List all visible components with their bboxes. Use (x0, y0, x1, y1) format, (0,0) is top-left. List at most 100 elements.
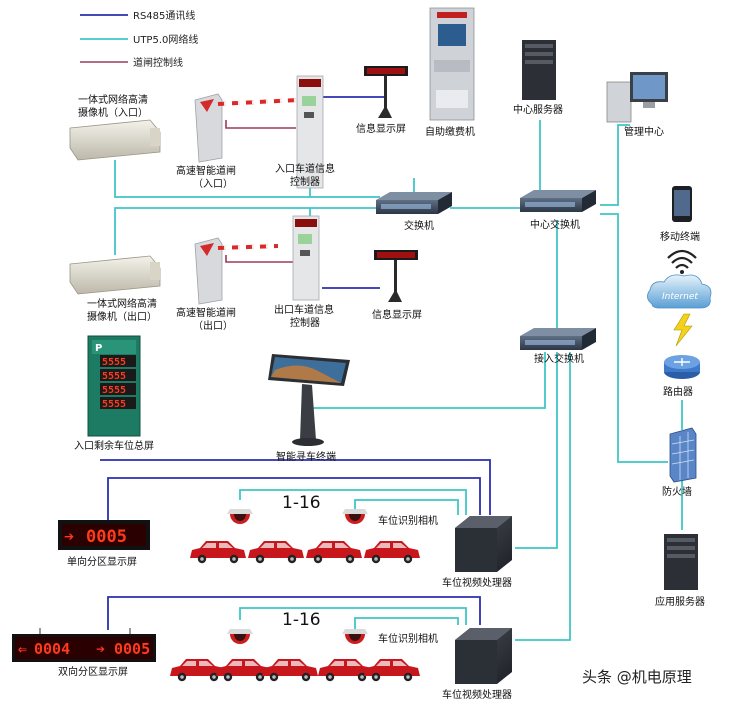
wifi-icon (667, 249, 697, 274)
processor-1-label: 车位视频处理器 (442, 576, 512, 589)
internet-cloud: Internet (647, 274, 712, 309)
gate-entrance-label-1: 高速智能道闸 (176, 164, 236, 177)
app-server-label: 应用服务器 (655, 595, 705, 608)
single-zone-display: ➔ 0005 单向分区显示屏 (58, 520, 150, 568)
center-switch-label: 中心交换机 (530, 218, 580, 231)
firewall-label: 防火墙 (662, 485, 692, 498)
space-camera-zone2-a (227, 629, 253, 644)
cable-rs485-single (107, 477, 481, 520)
cable-cam-group-2b (354, 617, 459, 630)
cable-camera-out (114, 207, 380, 255)
board-row-1: 5555 (102, 357, 126, 368)
cable-firewall (600, 213, 668, 463)
mobile-label: 移动终端 (660, 230, 700, 243)
lane-controller-exit: 出口车道信息 控制器 (274, 215, 334, 329)
cable-cam-group-1b (354, 499, 459, 515)
cars-zone2 (170, 659, 420, 682)
space-camera-zone1-a (227, 509, 253, 524)
space-camera-zone1-b (342, 509, 368, 524)
info-screen-mid-label: 信息显示屏 (372, 308, 422, 321)
cable-rs485-double (107, 596, 481, 630)
lane-switch: 交换机 (376, 192, 452, 232)
mgmt-center-label: 管理中心 (624, 125, 664, 138)
lightning-icon (673, 313, 693, 347)
camera-exit-label-2: 摄像机（出口） (87, 310, 157, 323)
info-screen-mid: 信息显示屏 (372, 250, 422, 321)
svg-text:➔: ➔ (96, 640, 105, 658)
ctrl-exit-label-2: 控制器 (290, 316, 320, 329)
center-switch: 中心交换机 (520, 190, 596, 231)
single-zone-value: 0005 (86, 527, 127, 547)
cable-gate-in (225, 120, 296, 129)
barrier-gate-exit: 高速智能道闸 （出口） (176, 237, 279, 332)
camera-entrance: 一体式网络高清 摄像机（入口） (69, 93, 161, 161)
processor-2-label: 车位视频处理器 (442, 688, 512, 701)
svg-text:P: P (95, 343, 102, 354)
board-row-2: 5555 (102, 371, 126, 382)
gate-exit-label-2: （出口） (193, 319, 233, 332)
board-row-4: 5555 (102, 399, 126, 410)
app-server: 应用服务器 (655, 534, 705, 608)
cable-rs485-board (100, 459, 491, 515)
switch-label: 交换机 (404, 219, 434, 232)
management-center: 管理中心 (606, 72, 668, 138)
cable-gate-out (225, 255, 296, 263)
router-label: 路由器 (663, 385, 693, 398)
kiosk-label: 自助缴费机 (425, 125, 475, 138)
double-zone-left: 0004 (34, 640, 70, 658)
single-zone-label: 单向分区显示屏 (67, 555, 137, 568)
legend-utp-label: UTP5.0网络线 (133, 33, 198, 46)
zone2-range: 1-16 (282, 610, 321, 630)
center-server: 中心服务器 (513, 40, 563, 116)
internet-label: Internet (662, 292, 698, 302)
cars-zone1 (190, 541, 420, 564)
zone1-range: 1-16 (282, 493, 321, 513)
space-camera-zone2-b (342, 629, 368, 644)
entrance-board-label: 入口剩余车位总屏 (74, 439, 154, 452)
access-switch: 接入交换机 (520, 328, 596, 365)
legend-rs485-label: RS485通讯线 (133, 9, 195, 22)
svg-text:➔: ➔ (64, 527, 74, 547)
video-processor-2: 车位视频处理器 (442, 628, 512, 701)
search-terminal-label: 智能寻车终端 (276, 450, 336, 463)
double-zone-right: 0005 (114, 640, 150, 658)
ctrl-exit-label-1: 出口车道信息 (274, 303, 334, 316)
mobile-terminal: 移动终端 (660, 186, 700, 243)
space-cam-label-1: 车位识别相机 (378, 514, 438, 527)
svg-text:⇐: ⇐ (18, 640, 27, 658)
cables (100, 96, 683, 641)
watermark: 头条 @机电原理 (582, 668, 692, 686)
firewall-icon: 防火墙 (662, 427, 697, 498)
cable-rs485-info-top (322, 96, 386, 110)
ctrl-entrance-label-2: 控制器 (290, 175, 320, 188)
camera-exit: 一体式网络高清 摄像机（出口） (69, 255, 161, 323)
board-row-3: 5555 (102, 385, 126, 396)
space-cam-label-2: 车位识别相机 (378, 632, 438, 645)
legend-gate-label: 道闸控制线 (133, 56, 183, 69)
legend: RS485通讯线 UTP5.0网络线 道闸控制线 (80, 9, 198, 69)
double-zone-display: ⇐ 0004 ➔ 0005 双向分区显示屏 (12, 628, 156, 678)
camera-entrance-label-1: 一体式网络高清 (78, 93, 148, 106)
center-server-label: 中心服务器 (513, 103, 563, 116)
cable-cam-group-2a (239, 607, 467, 625)
cable-processor-2 (515, 352, 571, 641)
gate-exit-label-1: 高速智能道闸 (176, 306, 236, 319)
cable-cam-group-1a (239, 489, 467, 515)
lane-controller-entrance: 入口车道信息 控制器 (275, 75, 335, 189)
cable-camera-in (114, 160, 380, 198)
gate-entrance-label-2: （入口） (193, 178, 233, 190)
cable-processor-1 (515, 352, 558, 549)
barrier-gate-entrance: 高速智能道闸 （入口） (176, 93, 299, 190)
smart-search-terminal: 智能寻车终端 (268, 354, 350, 463)
video-processor-1: 车位视频处理器 (442, 516, 512, 589)
cable-mgmt (600, 124, 630, 206)
info-screen-top: 信息显示屏 (356, 66, 408, 135)
router-icon: 路由器 (663, 355, 700, 398)
camera-entrance-label-2: 摄像机（入口） (78, 106, 148, 119)
double-zone-label: 双向分区显示屏 (58, 665, 128, 678)
camera-exit-label-1: 一体式网络高清 (87, 297, 157, 310)
entrance-space-board: P 5555 5555 5555 5555 入口剩余车位总屏 (74, 335, 154, 452)
self-service-kiosk: 自助缴费机 (425, 7, 475, 138)
ctrl-entrance-label-1: 入口车道信息 (275, 162, 335, 175)
